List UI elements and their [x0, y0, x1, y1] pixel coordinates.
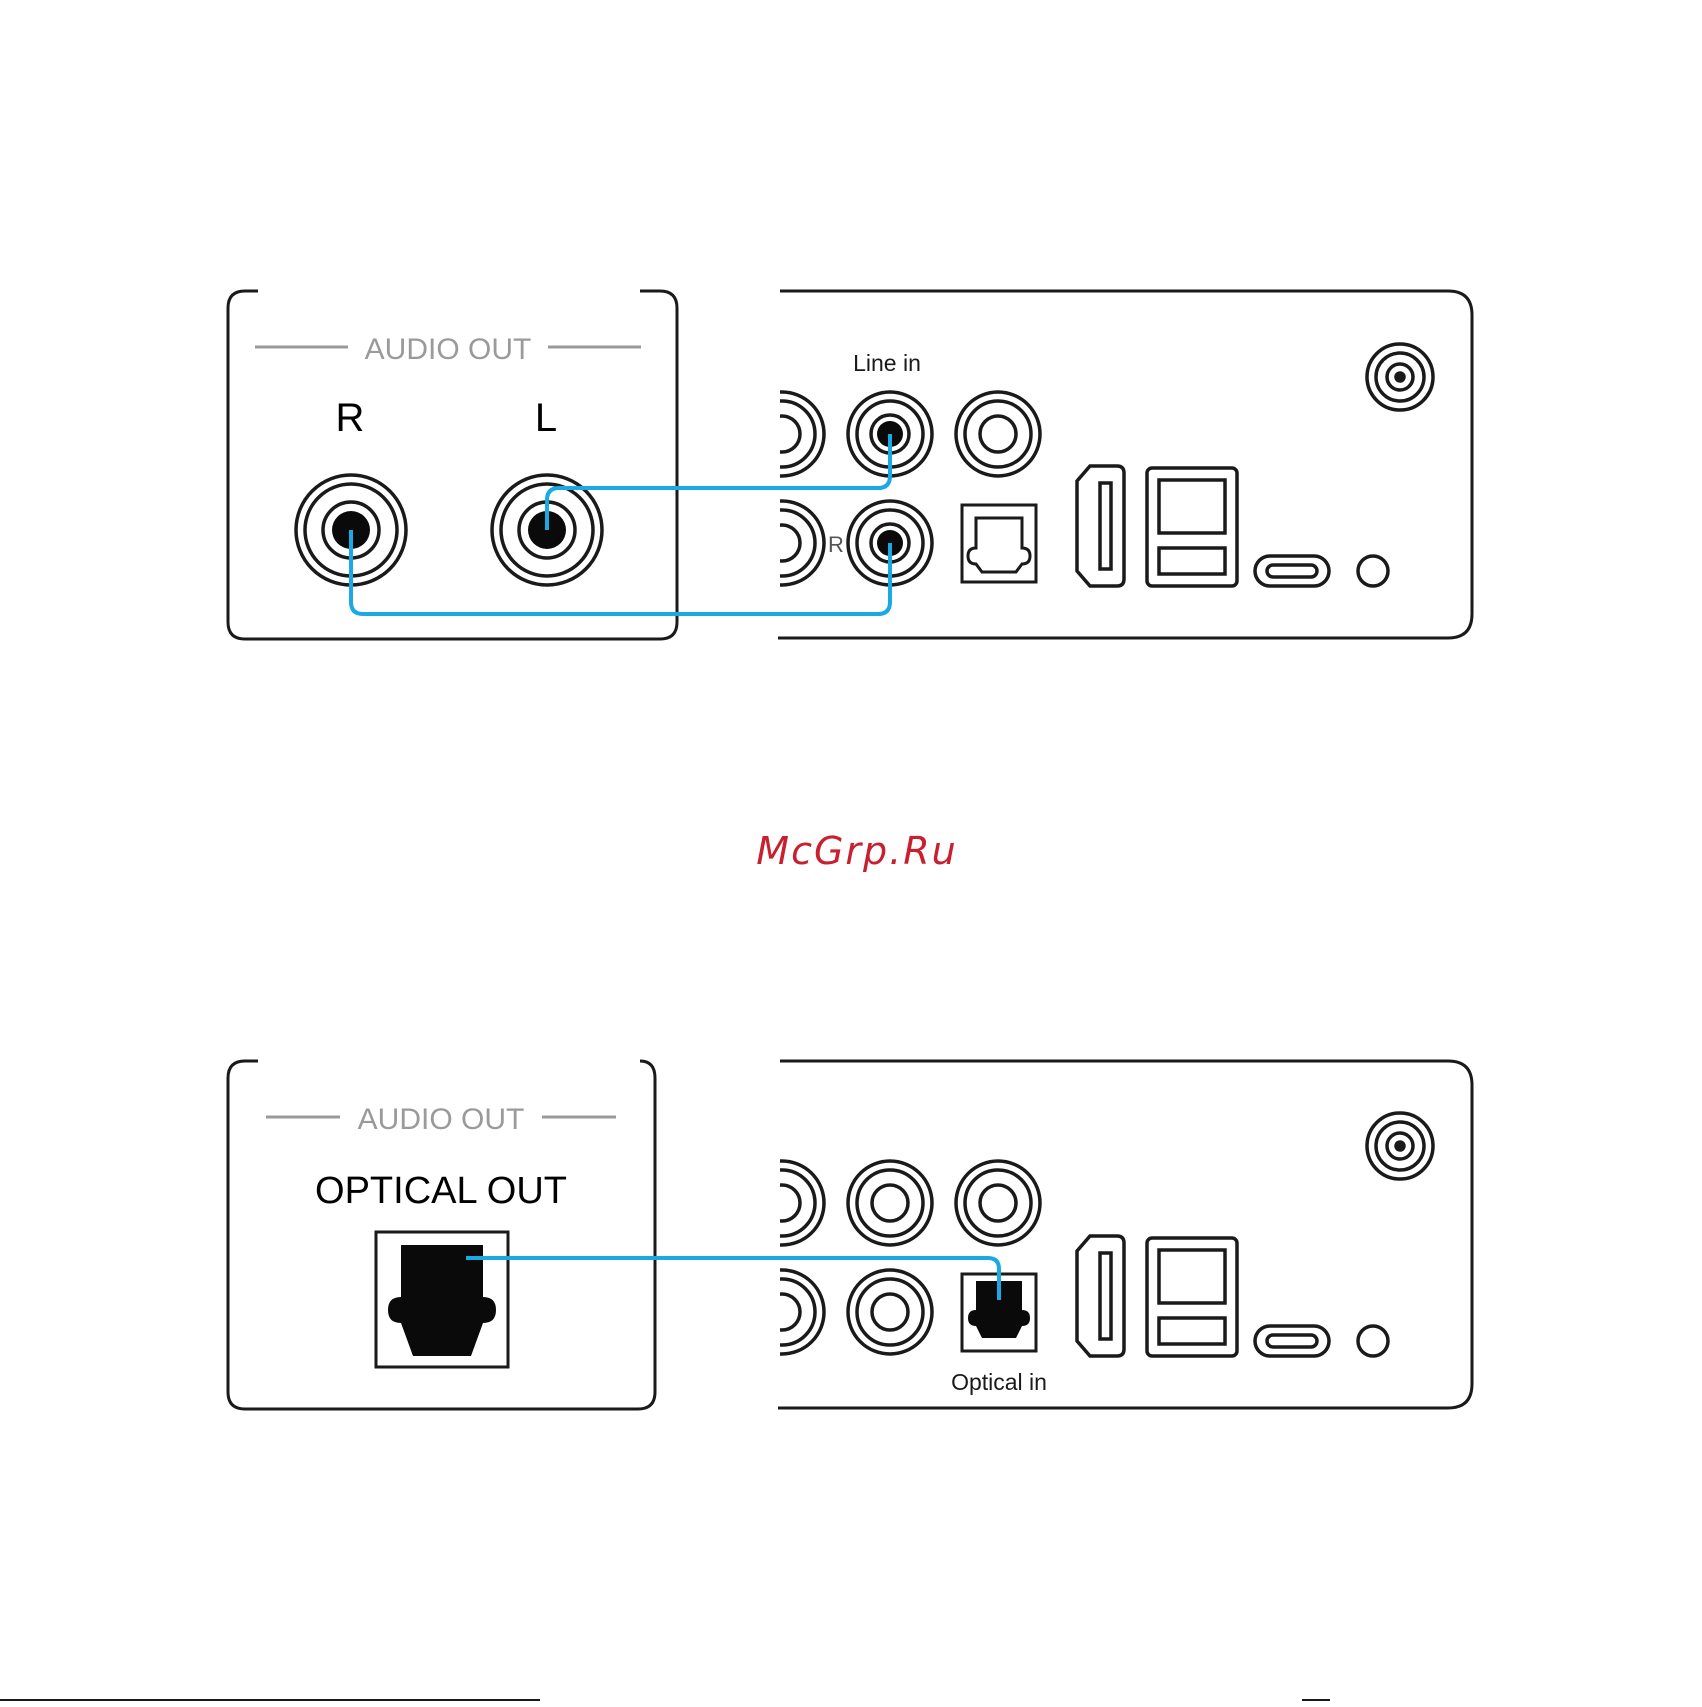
line-in-r-label: R	[828, 532, 844, 557]
cable-r-to-line-in	[351, 530, 890, 614]
diagram-bottom: AUDIO OUT OPTICAL OUT	[228, 1061, 1472, 1409]
jack-label-l: L	[535, 396, 557, 440]
jack-label-r: R	[336, 396, 365, 440]
line-in-label: Line in	[853, 350, 921, 376]
rca-jack	[848, 1161, 932, 1245]
audio-out-header: AUDIO OUT	[358, 1103, 525, 1136]
usb-c-port	[1255, 1326, 1329, 1356]
optical-out-label: OPTICAL OUT	[315, 1170, 567, 1212]
diagram-top: AUDIO OUT R L Line in	[228, 291, 1472, 639]
usb-a-port	[1147, 468, 1237, 586]
small-round-port	[1358, 556, 1388, 586]
partial-rca-jack-lower	[740, 501, 824, 585]
usb-a-port	[1147, 1238, 1237, 1356]
rca-jack	[848, 1270, 932, 1354]
antenna-connector	[1367, 344, 1433, 410]
rca-jack-upper-right	[956, 392, 1040, 476]
optical-out-port	[376, 1232, 508, 1367]
optical-port-empty	[962, 505, 1036, 582]
audio-out-header: AUDIO OUT	[365, 333, 532, 366]
hdmi-port	[1077, 1236, 1124, 1356]
partial-rca-jack-lower	[740, 1270, 824, 1354]
small-round-port	[1358, 1326, 1388, 1356]
watermark: McGrp.Ru	[756, 829, 957, 873]
partial-rca-jack-upper	[740, 392, 824, 476]
antenna-connector	[1367, 1113, 1433, 1179]
rca-jack	[956, 1161, 1040, 1245]
optical-in-label: Optical in	[951, 1369, 1047, 1395]
partial-rca-jack-upper	[740, 1161, 824, 1245]
usb-c-port	[1255, 556, 1329, 586]
hdmi-port	[1077, 466, 1124, 586]
